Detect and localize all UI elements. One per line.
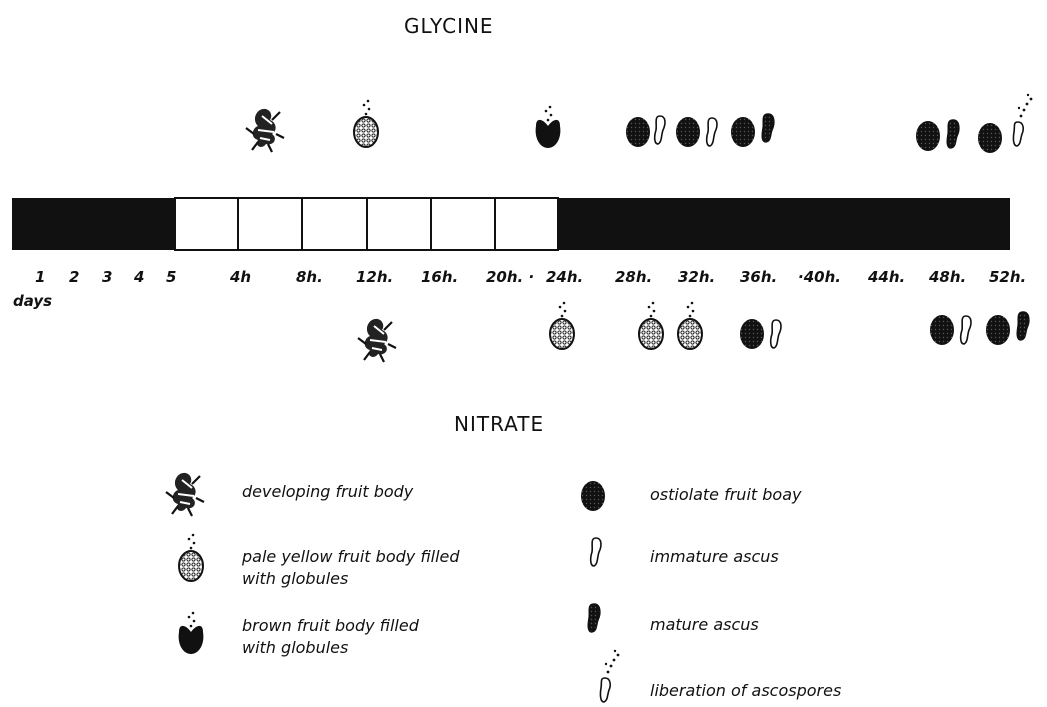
hour-tick: 12h. bbox=[356, 268, 393, 286]
liberation-of-ascospores-icon bbox=[1013, 94, 1032, 146]
day-tick: 1 bbox=[35, 268, 45, 286]
legend-ostiolate-fruit-body: ostiolate fruit boay bbox=[650, 484, 801, 506]
hour-tick: 44h. bbox=[868, 268, 905, 286]
days-label: days bbox=[13, 292, 52, 310]
developing-fruit-body-icon bbox=[166, 473, 204, 516]
dark-period-days bbox=[12, 198, 175, 250]
legend-immature-ascus: immature ascus bbox=[650, 546, 779, 568]
hour-tick: 4h bbox=[230, 268, 251, 286]
day-tick: 5 bbox=[166, 268, 176, 286]
immature-ascus-icon bbox=[961, 316, 971, 344]
hour-tick: 16h. bbox=[421, 268, 458, 286]
developing-fruit-body-icon bbox=[358, 319, 396, 362]
ostiolate-fruit-body-icon bbox=[731, 117, 755, 147]
ostiolate-fruit-body-icon bbox=[978, 123, 1002, 153]
hour-tick: 36h. bbox=[740, 268, 777, 286]
hour-tick: 8h. bbox=[296, 268, 323, 286]
day-tick: 3 bbox=[102, 268, 112, 286]
ostiolate-fruit-body-icon bbox=[581, 481, 605, 511]
brown-fruit-body-icon bbox=[536, 106, 561, 148]
legend-liberation-of-ascospores: liberation of ascospores bbox=[650, 680, 841, 702]
legend-mature-ascus: mature ascus bbox=[650, 614, 759, 636]
legend-pale-yellow-fruit-body: pale yellow fruit body filled with globu… bbox=[242, 546, 460, 590]
nitrate-sequence bbox=[358, 302, 1029, 362]
developing-fruit-body-icon bbox=[246, 109, 284, 152]
mature-ascus-icon bbox=[762, 114, 774, 142]
immature-ascus-icon bbox=[771, 320, 781, 348]
hour-tick: 32h. bbox=[678, 268, 715, 286]
glycine-sequence bbox=[246, 94, 1032, 153]
ostiolate-fruit-body-icon bbox=[930, 315, 954, 345]
mature-ascus-icon bbox=[1017, 312, 1029, 340]
pale-yellow-fruit-body-icon bbox=[354, 100, 378, 147]
ostiolate-fruit-body-icon bbox=[676, 117, 700, 147]
immature-ascus-icon bbox=[591, 538, 601, 566]
ostiolate-fruit-body-icon bbox=[916, 121, 940, 151]
day-tick: 2 bbox=[69, 268, 79, 286]
hour-tick: 52h. bbox=[989, 268, 1026, 286]
ostiolate-fruit-body-icon bbox=[986, 315, 1010, 345]
hour-tick: 20h. · bbox=[486, 268, 534, 286]
hour-tick: 48h. bbox=[929, 268, 966, 286]
pale-yellow-fruit-body-icon bbox=[678, 302, 702, 349]
hour-tick: 24h. bbox=[546, 268, 583, 286]
ostiolate-fruit-body-icon bbox=[740, 319, 764, 349]
timeline-bar bbox=[12, 198, 1010, 250]
hour-tick: 28h. bbox=[615, 268, 652, 286]
dark-period-hours bbox=[558, 198, 1010, 250]
ostiolate-fruit-body-icon bbox=[626, 117, 650, 147]
immature-ascus-icon bbox=[655, 116, 665, 144]
day-tick: 4 bbox=[134, 268, 144, 286]
mature-ascus-icon bbox=[947, 120, 959, 148]
hour-tick: ·40h. bbox=[798, 268, 841, 286]
legend-brown-fruit-body: brown fruit body filled with globules bbox=[242, 615, 419, 659]
legend-developing-fruit-body: developing fruit body bbox=[242, 481, 413, 503]
brown-fruit-body-icon bbox=[179, 612, 204, 654]
immature-ascus-icon bbox=[707, 118, 717, 146]
pale-yellow-fruit-body-icon bbox=[550, 302, 574, 349]
mature-ascus-icon bbox=[588, 604, 600, 632]
pale-yellow-fruit-body-icon bbox=[639, 302, 663, 349]
pale-yellow-fruit-body-icon bbox=[179, 534, 203, 581]
liberation-of-ascospores-icon bbox=[600, 650, 619, 702]
